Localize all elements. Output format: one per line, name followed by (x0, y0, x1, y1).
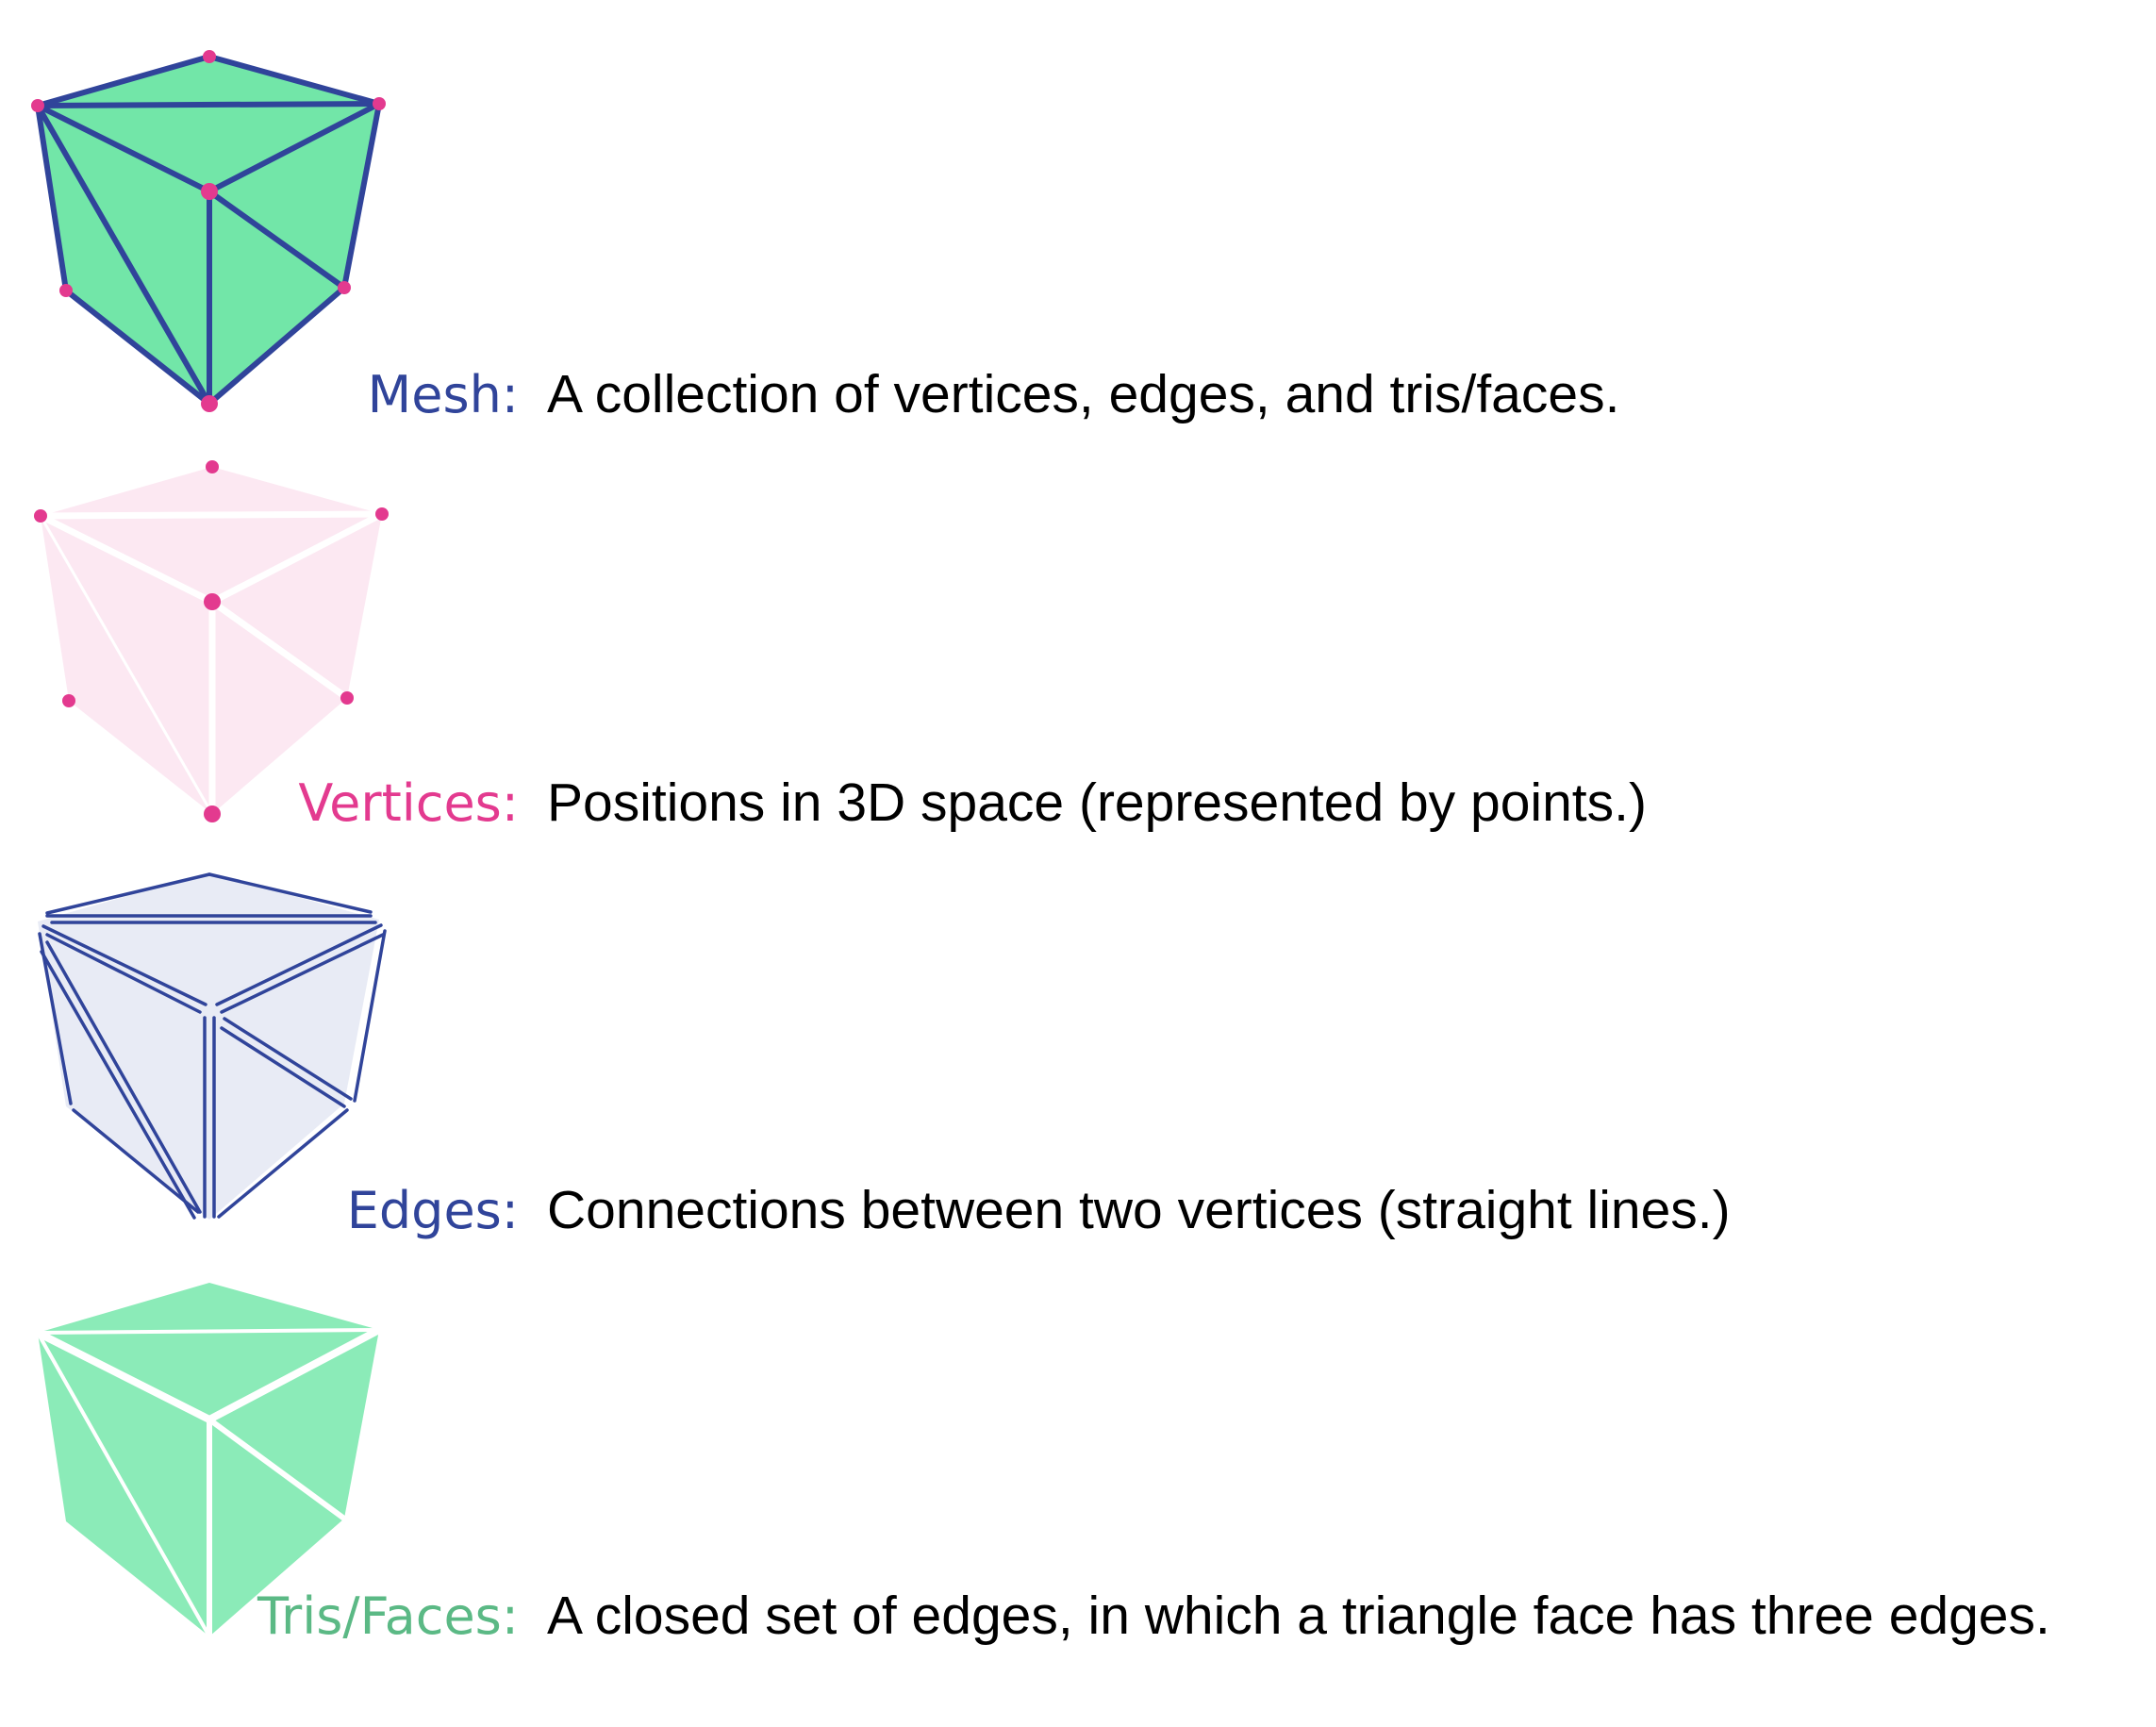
mesh-term: Mesh: (367, 365, 519, 424)
vertices-row: Vertices: Positions in 3D space (represe… (0, 772, 1647, 834)
faces-cube-icon (34, 1283, 383, 1639)
faces-term: Tris/Faces: (257, 1586, 519, 1646)
mesh-cube-icon (31, 50, 386, 412)
vertices-description: Positions in 3D space (represented by po… (547, 772, 1647, 833)
faces-row: Tris/Faces: A closed set of edges, in wh… (0, 1585, 2050, 1647)
mesh-description: A collection of vertices, edges, and tri… (547, 364, 1620, 424)
edges-term: Edges: (346, 1181, 519, 1240)
edges-row: Edges: Connections between two vertices … (0, 1179, 1731, 1241)
mesh-row: Mesh: A collection of vertices, edges, a… (0, 363, 1620, 425)
vertices-cube-icon (34, 460, 389, 822)
vertices-term: Vertices: (298, 773, 519, 833)
edges-description: Connections between two vertices (straig… (547, 1180, 1731, 1240)
faces-description: A closed set of edges, in which a triang… (547, 1586, 2050, 1646)
edges-cube-icon (38, 872, 387, 1220)
